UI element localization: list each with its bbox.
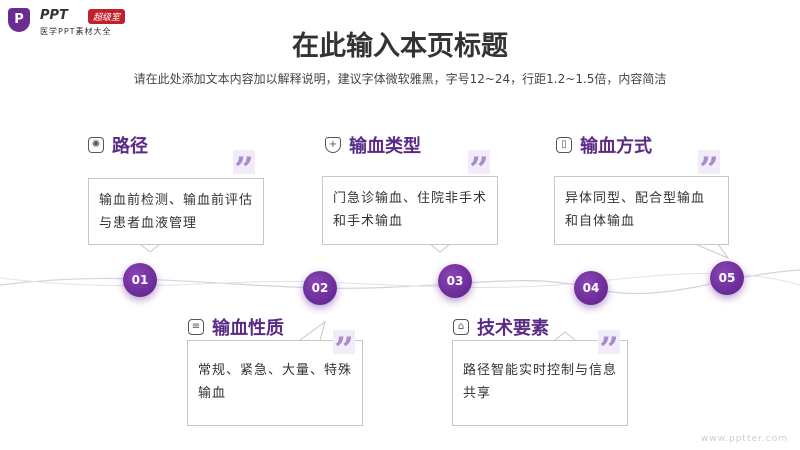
quote-icon: ” [598, 330, 620, 354]
logo: P PPT 超级室 医学PPT素材大全 [8, 6, 158, 38]
step-title-text: 输血方式 [580, 136, 652, 157]
step-box-04: 路径智能实时控制与信息共享 [452, 340, 628, 426]
brain-icon: ✺ [88, 137, 104, 153]
step-title-04: ⌂ 技术要素 [453, 314, 549, 340]
step-title-03: + 输血类型 [325, 132, 421, 158]
step-title-text: 输血性质 [212, 318, 284, 339]
step-node-01: 01 [123, 263, 157, 297]
step-title-01: ✺ 路径 [88, 132, 148, 158]
logo-tag: 超级室 [88, 9, 126, 24]
microscope-icon: ⌂ [453, 319, 469, 335]
page-subtitle: 请在此处添加文本内容加以解释说明，建议字体微软雅黑，字号12~24，行距1.2~… [133, 72, 667, 86]
page-title: 在此输入本页标题 [292, 31, 508, 62]
step-box-01: 输血前检测、输血前评估与患者血液管理 [88, 178, 264, 245]
bottle-icon: ▯ [556, 137, 572, 153]
logo-subtitle: 医学PPT素材大全 [40, 27, 112, 36]
step-node-03: 03 [438, 264, 472, 298]
logo-name: PPT [40, 8, 68, 23]
step-node-04: 04 [574, 271, 608, 305]
step-title-text: 输血类型 [349, 136, 421, 157]
quote-icon: ” [233, 150, 255, 174]
quote-icon: ” [333, 330, 355, 354]
step-box-03: 门急诊输血、住院非手术和手术输血 [322, 176, 498, 245]
step-title-text: 技术要素 [477, 318, 549, 339]
step-box-02: 常规、紧急、大量、特殊输血 [187, 340, 363, 426]
step-node-02: 02 [303, 271, 337, 305]
step-box-05: 异体同型、配合型输血和自体输血 [554, 176, 729, 245]
quote-icon: ” [698, 150, 720, 174]
shield-plus-icon: + [325, 137, 341, 153]
step-title-02: ≡ 输血性质 [188, 314, 284, 340]
quote-icon: ” [468, 150, 490, 174]
step-node-05: 05 [710, 261, 744, 295]
logo-shield-icon: P [8, 8, 30, 32]
step-title-text: 路径 [112, 136, 148, 157]
watermark: www.pptter.com [700, 434, 788, 444]
xray-icon: ≡ [188, 319, 204, 335]
step-title-05: ▯ 输血方式 [556, 132, 652, 158]
